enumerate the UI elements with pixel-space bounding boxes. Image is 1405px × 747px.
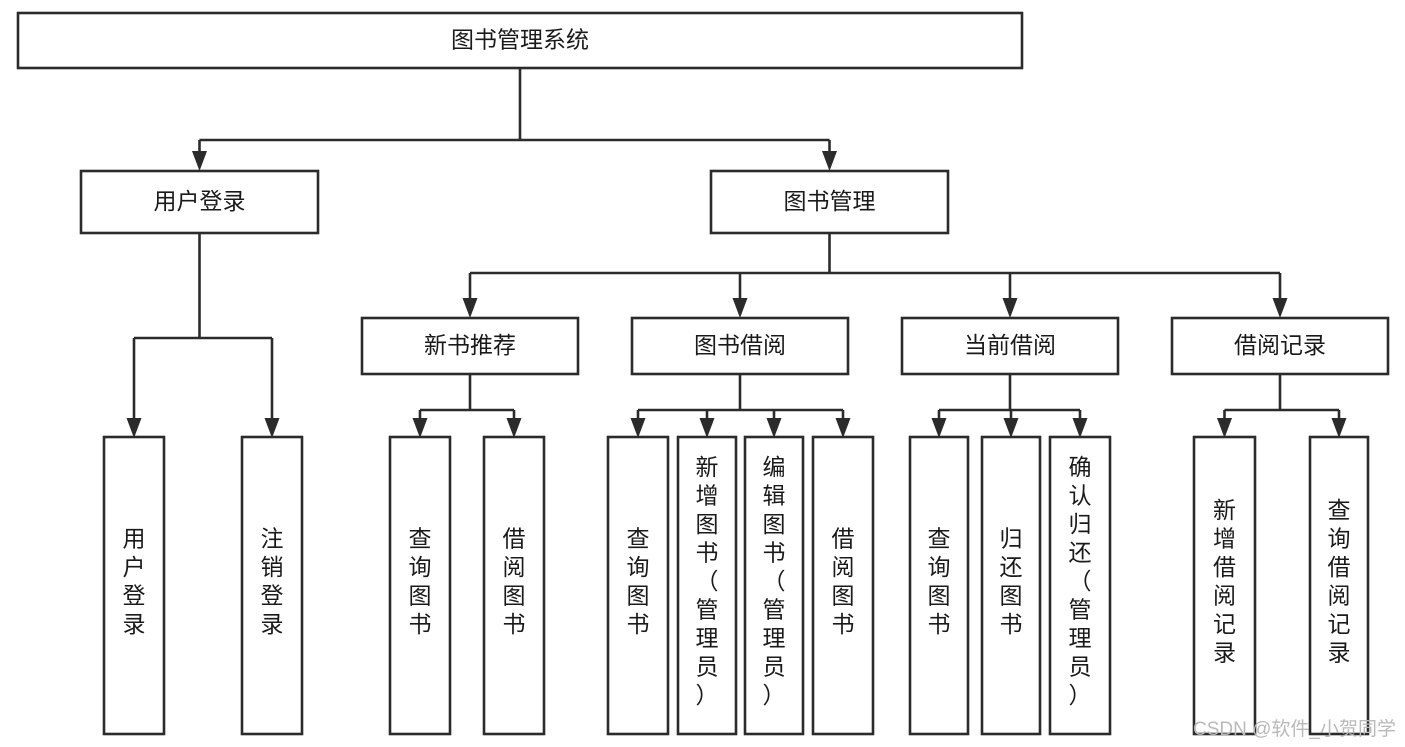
arrow-head-icon xyxy=(192,151,207,171)
node-box-leaf-logout xyxy=(240,435,304,736)
node-label-root: 图书管理系统 xyxy=(451,27,589,53)
arrow-head-icon xyxy=(822,151,837,171)
node-label-leaf-confirm-return: 确认归还（管理员） xyxy=(1069,454,1092,708)
node-book-manage[interactable]: 图书管理 xyxy=(709,169,950,235)
arrow-head-icon xyxy=(126,418,142,438)
arrow-head-icon xyxy=(1002,298,1018,318)
node-box-leaf-query-book-3 xyxy=(908,435,970,736)
node-box-leaf-confirm-return xyxy=(1048,435,1112,736)
node-label-leaf-query-record: 查询借阅记录 xyxy=(1328,497,1351,666)
node-box-current-borrow xyxy=(900,316,1120,376)
node-box-leaf-add-book xyxy=(676,435,738,736)
node-leaf-confirm-return[interactable]: 确认归还（管理员） xyxy=(1048,435,1112,736)
node-label-leaf-user-login: 用户登录 xyxy=(123,525,146,637)
node-label-current-borrow: 当前借阅 xyxy=(964,332,1056,358)
arrow-head-icon xyxy=(1217,418,1232,438)
node-leaf-query-record[interactable]: 查询借阅记录 xyxy=(1308,435,1370,736)
node-box-leaf-borrow-book-2 xyxy=(811,435,875,736)
node-box-leaf-return-book xyxy=(980,435,1042,736)
node-boxes: 图书管理系统用户登录图书管理新书推荐图书借阅当前借阅借阅记录用户登录注销登录查询… xyxy=(16,11,1390,736)
node-label-leaf-add-record: 新增借阅记录 xyxy=(1213,497,1236,666)
node-label-leaf-query-book-2: 查询图书 xyxy=(627,525,650,637)
node-label-book-manage: 图书管理 xyxy=(784,188,876,214)
arrow-head-icon xyxy=(506,418,522,438)
arrow-head-icon xyxy=(1072,418,1088,438)
node-label-leaf-borrow-book-1: 借阅图书 xyxy=(503,525,526,637)
node-borrow-record[interactable]: 借阅记录 xyxy=(1170,316,1390,376)
node-leaf-edit-book[interactable]: 编辑图书（管理员） xyxy=(743,435,805,736)
node-leaf-add-book[interactable]: 新增图书（管理员） xyxy=(676,435,738,736)
arrow-head-icon xyxy=(264,418,280,438)
arrow-head-icon xyxy=(1331,418,1347,438)
node-root[interactable]: 图书管理系统 xyxy=(16,11,1024,70)
node-box-root xyxy=(16,11,1024,70)
node-book-borrow[interactable]: 图书借阅 xyxy=(630,316,850,376)
node-label-borrow-record: 借阅记录 xyxy=(1234,332,1326,358)
node-label-user-login: 用户登录 xyxy=(154,188,246,214)
arrow-head-icon xyxy=(699,418,715,438)
node-box-leaf-add-record xyxy=(1192,435,1257,736)
node-label-leaf-add-book: 新增图书（管理员） xyxy=(696,454,719,708)
node-label-leaf-logout: 注销登录 xyxy=(261,525,284,637)
node-label-leaf-borrow-book-2: 借阅图书 xyxy=(832,525,855,637)
arrow-head-icon xyxy=(835,418,851,438)
node-label-leaf-query-book-1: 查询图书 xyxy=(409,525,432,637)
csdn-watermark: CSDN @软件_小贺同学 xyxy=(1193,718,1396,740)
node-box-leaf-query-book-1 xyxy=(388,435,452,736)
node-box-leaf-query-book-2 xyxy=(606,435,670,736)
node-current-borrow[interactable]: 当前借阅 xyxy=(900,316,1120,376)
arrow-head-icon xyxy=(931,418,947,438)
arrow-head-icon xyxy=(630,418,646,438)
node-leaf-query-book-2[interactable]: 查询图书 xyxy=(606,435,670,736)
node-box-leaf-edit-book xyxy=(743,435,805,736)
node-box-book-manage xyxy=(709,169,950,235)
node-new-book-recommend[interactable]: 新书推荐 xyxy=(360,316,580,376)
node-label-leaf-return-book: 归还图书 xyxy=(1000,525,1023,637)
node-leaf-logout[interactable]: 注销登录 xyxy=(240,435,304,736)
arrow-head-icon xyxy=(1272,298,1288,318)
arrow-head-icon xyxy=(766,418,782,438)
node-label-leaf-edit-book: 编辑图书（管理员） xyxy=(763,454,786,708)
connector-lines xyxy=(126,68,1347,438)
node-box-leaf-borrow-book-1 xyxy=(482,435,546,736)
node-box-borrow-record xyxy=(1170,316,1390,376)
node-leaf-return-book[interactable]: 归还图书 xyxy=(980,435,1042,736)
node-box-book-borrow xyxy=(630,316,850,376)
node-leaf-borrow-book-2[interactable]: 借阅图书 xyxy=(811,435,875,736)
node-box-user-login xyxy=(79,169,320,235)
node-label-new-book-recommend: 新书推荐 xyxy=(424,332,516,358)
arrow-head-icon xyxy=(732,298,748,318)
node-leaf-query-book-1[interactable]: 查询图书 xyxy=(388,435,452,736)
node-box-new-book-recommend xyxy=(360,316,580,376)
node-label-book-borrow: 图书借阅 xyxy=(694,332,786,358)
arrow-head-icon xyxy=(462,298,478,318)
node-box-leaf-user-login xyxy=(102,435,166,736)
arrow-head-icon xyxy=(412,418,428,438)
node-leaf-add-record[interactable]: 新增借阅记录 xyxy=(1192,435,1257,736)
node-leaf-user-login[interactable]: 用户登录 xyxy=(102,435,166,736)
node-user-login[interactable]: 用户登录 xyxy=(79,169,320,235)
node-leaf-query-book-3[interactable]: 查询图书 xyxy=(908,435,970,736)
node-label-leaf-query-book-3: 查询图书 xyxy=(928,525,951,637)
node-leaf-borrow-book-1[interactable]: 借阅图书 xyxy=(482,435,546,736)
arrow-head-icon xyxy=(1003,418,1019,438)
node-box-leaf-query-record xyxy=(1308,435,1370,736)
